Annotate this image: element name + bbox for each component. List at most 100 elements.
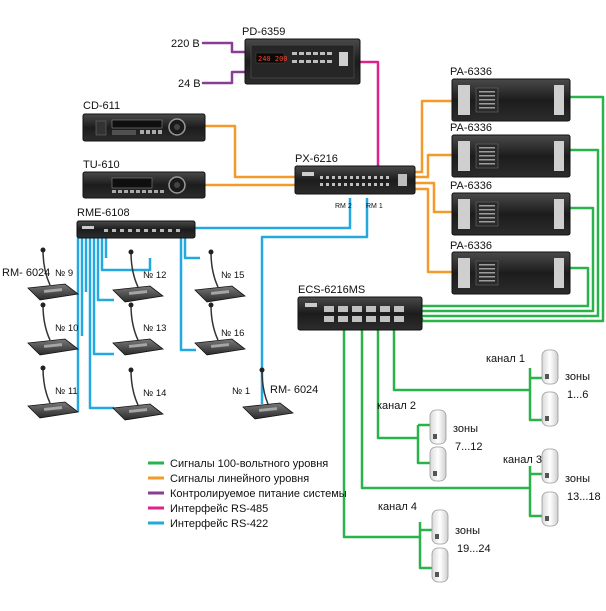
pd-display <box>255 52 285 64</box>
label-220v: 220 В <box>171 38 200 50</box>
legend-item-purple: Контролируемое питание системы <box>148 488 347 500</box>
pa-amplifiers <box>451 78 571 295</box>
label-zones-3-word: зоны <box>565 473 590 485</box>
label-mic-14: № 14 <box>143 388 166 399</box>
remote-microphones <box>27 247 294 421</box>
ecs-body <box>297 296 423 331</box>
label-mic-1: № 1 <box>232 386 250 397</box>
speaker-ch3-a <box>541 448 559 484</box>
label-zones-1-word: зоны <box>565 371 590 383</box>
label-rme: RME-6108 <box>77 207 130 219</box>
label-zones-1-range: 1...6 <box>567 389 588 401</box>
label-port-rm1: RM 1 <box>366 203 383 210</box>
wire-ch4 <box>342 330 432 570</box>
green-100v-wires <box>342 95 605 570</box>
speaker-ch1-b <box>541 391 559 427</box>
label-pd: PD-6359 <box>242 26 285 38</box>
cd-tray <box>111 119 163 129</box>
label-zones-4-range: 19...24 <box>457 543 491 555</box>
label-rm-group: RM- 6024 <box>2 267 50 279</box>
magenta-rs485-wires <box>360 60 380 166</box>
cd-display <box>112 130 136 135</box>
wire-pa3-ecs <box>422 206 595 313</box>
legend-label-orange: Сигналы линейного уровня <box>170 473 309 485</box>
label-zones-2-word: зоны <box>453 423 478 435</box>
legend-label-green: Сигналы 100-вольтного уровня <box>170 458 328 470</box>
label-port-rm2: RM 2 <box>335 203 352 210</box>
legend-item-cyan: Интерфейс RS-422 <box>148 518 268 530</box>
px-indicators <box>320 176 389 186</box>
pa-unit-4 <box>451 251 571 295</box>
speaker-ch3-b <box>541 491 559 527</box>
label-mic-15: № 15 <box>221 270 244 281</box>
legend-item-green: Сигналы 100-вольтного уровня <box>148 458 328 470</box>
wire-rme-bus <box>76 238 200 412</box>
wire-ch2 <box>376 330 430 465</box>
tu-buttons <box>112 190 164 193</box>
wire-220v <box>201 41 247 54</box>
label-mic-16: № 16 <box>221 328 244 339</box>
speaker-ch1-a <box>541 349 559 385</box>
wire-px-rm1 <box>260 198 369 404</box>
label-24v: 24 В <box>178 78 201 90</box>
pa-unit-3 <box>451 192 571 236</box>
pd-power-switch <box>339 52 348 66</box>
label-rm-single: RM- 6024 <box>270 384 318 396</box>
wire-px-pa4 <box>415 187 452 274</box>
wire-24v <box>201 70 247 85</box>
label-channel-1: канал 1 <box>486 353 525 365</box>
cd-611-unit <box>82 113 206 142</box>
label-mic-13: № 13 <box>143 323 166 334</box>
label-zones-4-word: зоны <box>455 525 480 537</box>
wire-pa4-ecs <box>422 266 590 308</box>
wire-px-pa1 <box>415 99 452 174</box>
tu-display <box>111 177 153 189</box>
legend-item-magenta: Интерфейс RS-485 <box>148 503 268 515</box>
rm-mic-9 <box>27 247 79 301</box>
cd-buttons <box>140 130 162 134</box>
label-mic-11: № 11 <box>55 386 78 397</box>
label-channel-2: канал 2 <box>377 400 416 412</box>
rm-mic-10 <box>27 302 79 356</box>
channel-zone-labels: канал 1 зоны 1...6 канал 2 зоны 7...12 к… <box>377 353 601 555</box>
label-pa1: PA-6336 <box>450 66 492 78</box>
pd-led-buttons <box>292 52 332 63</box>
legend-label-cyan: Интерфейс RS-422 <box>170 518 268 530</box>
speaker-ch2-a <box>429 409 447 445</box>
device-labels: 220 В 24 В PD-6359 CD-611 TU-610 PX-6216… <box>2 26 492 396</box>
rm-mic-14 <box>112 367 164 421</box>
pd-display-readout: 240 200 <box>258 55 288 63</box>
rm-mic-1 <box>242 367 294 420</box>
wire-ch1 <box>392 330 542 422</box>
cyan-rs422-wires <box>76 198 369 412</box>
mic-number-labels: № 9 № 10 № 11 № 12 № 13 № 14 № 15 № 16 №… <box>55 268 250 399</box>
rm-mic-16 <box>194 302 246 356</box>
zone-speakers <box>429 349 559 583</box>
rm-mic-12 <box>112 249 164 303</box>
label-mic-9: № 9 <box>55 268 73 279</box>
legend-item-orange: Сигналы линейного уровня <box>148 473 309 485</box>
pd-6359-unit: 240 200 <box>244 38 361 85</box>
speaker-ch2-b <box>429 446 447 482</box>
label-px: PX-6216 <box>295 153 338 165</box>
purple-power-wires <box>201 41 247 85</box>
rme-badge <box>82 226 94 229</box>
legend: Сигналы 100-вольтного уровня Сигналы лин… <box>148 458 347 530</box>
pa-unit-2 <box>451 134 571 178</box>
label-pa2: PA-6336 <box>450 122 492 134</box>
label-mic-10: № 10 <box>55 323 78 334</box>
px-badge <box>302 172 314 176</box>
pa-unit-1 <box>451 78 571 122</box>
legend-label-magenta: Интерфейс RS-485 <box>170 503 268 515</box>
rm-mic-13 <box>112 302 164 356</box>
label-ecs: ECS-6216MS <box>298 284 365 296</box>
px-body <box>294 165 416 195</box>
wire-px-rme <box>195 198 352 230</box>
label-channel-4: канал 4 <box>378 501 417 513</box>
label-cd: CD-611 <box>83 100 120 112</box>
wire-ch3 <box>360 330 542 518</box>
wire-rme-extra <box>100 238 152 272</box>
label-zones-2-range: 7...12 <box>455 441 483 453</box>
wire-px-pa2 <box>415 153 452 179</box>
